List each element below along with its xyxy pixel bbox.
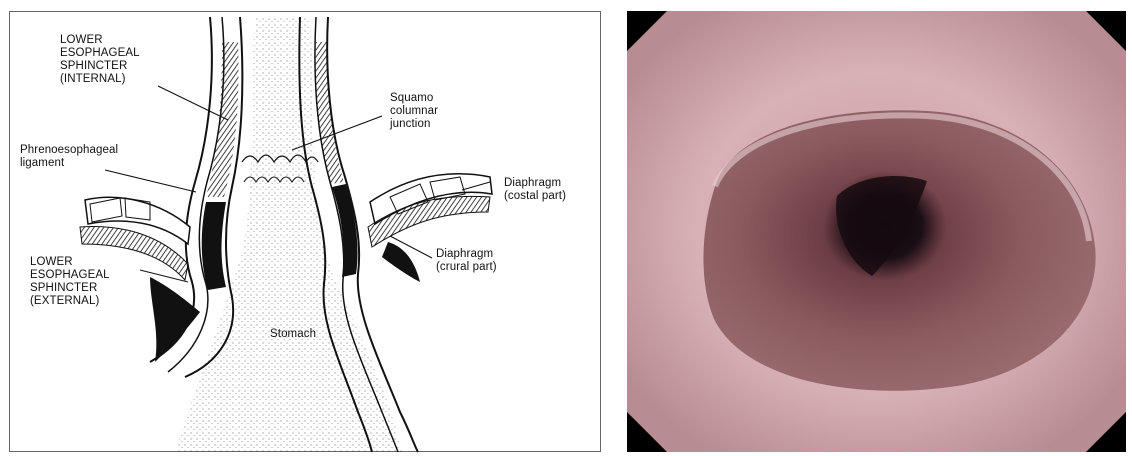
endoscopic-view	[627, 11, 1126, 452]
label-diaphragm-crural: Diaphragm (crural part)	[436, 248, 497, 274]
label-diaphragm-costal: Diaphragm (costal part)	[504, 177, 566, 203]
endoscopy-image	[627, 11, 1126, 452]
label-phrenoesophageal-ligament: Phrenoesophageal ligament	[20, 144, 118, 170]
anatomy-diagram: LOWER ESOPHAGEAL SPHINCTER (INTERNAL) Sq…	[9, 11, 601, 452]
label-les-external: LOWER ESOPHAGEAL SPHINCTER (EXTERNAL)	[30, 256, 110, 308]
label-stomach: Stomach	[270, 328, 316, 341]
label-les-internal: LOWER ESOPHAGEAL SPHINCTER (INTERNAL)	[60, 34, 140, 86]
label-squamocolumnar-junction: Squamo columnar junction	[390, 92, 438, 131]
